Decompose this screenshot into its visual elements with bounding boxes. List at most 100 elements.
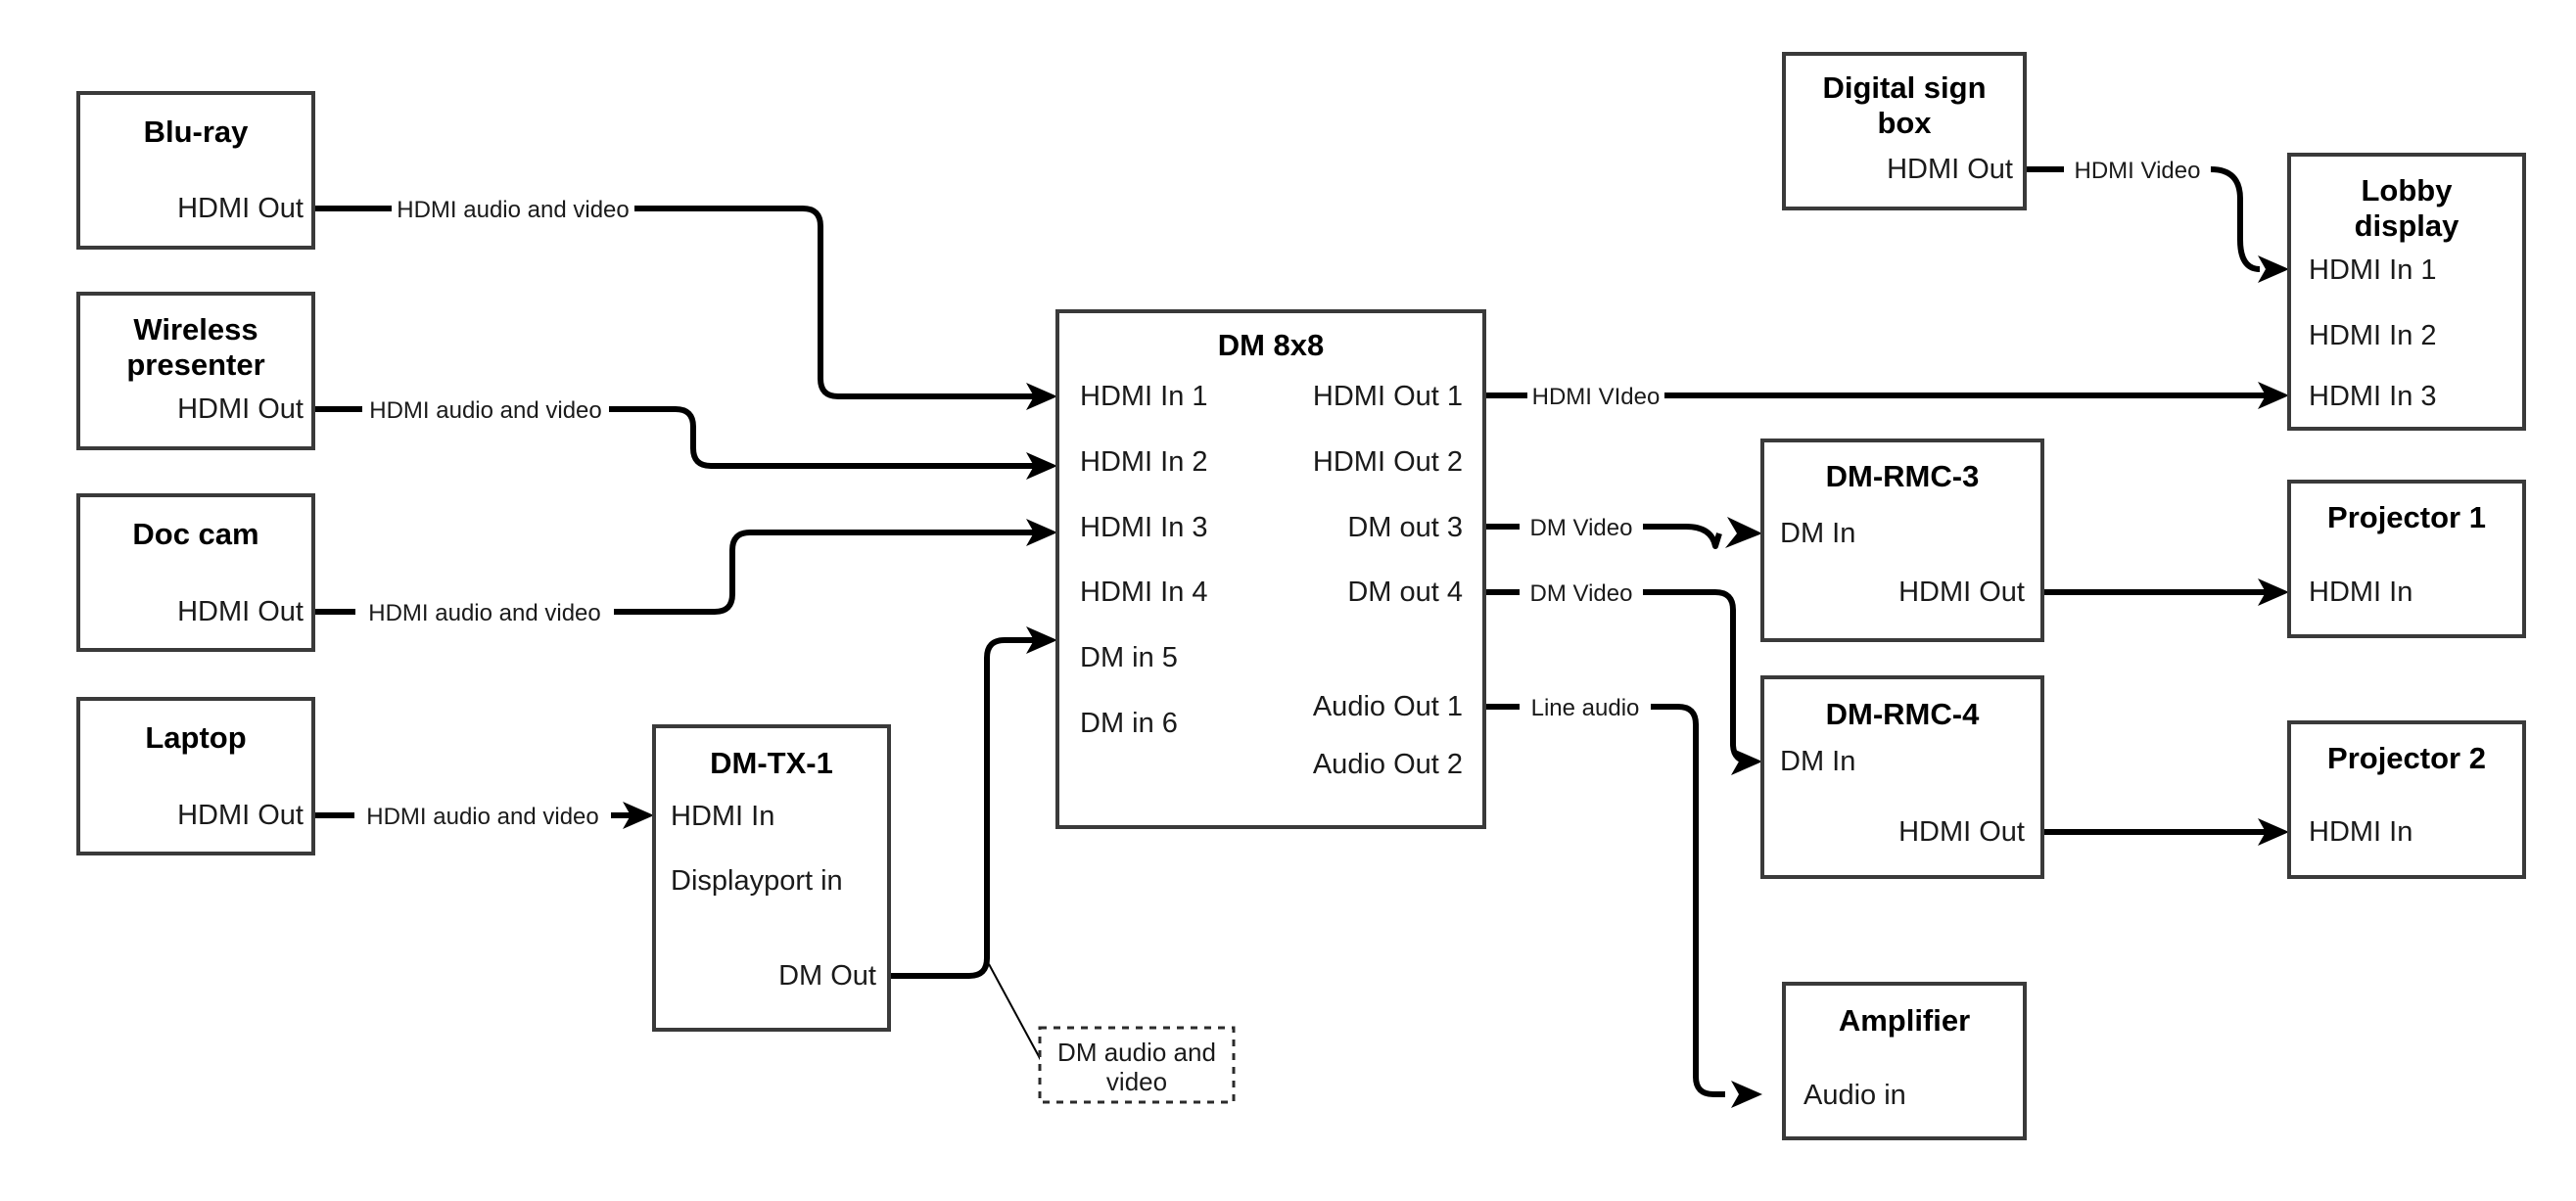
digital-sign-box-box[interactable] [1782, 52, 2027, 210]
digital-sign-box-title-line2: box [1877, 106, 1932, 140]
node-projector-1[interactable]: Projector 1 HDMI In [2287, 480, 2526, 638]
amplifier-box[interactable] [1782, 982, 2027, 1140]
arrow-head-projector2-hdmi-in [2258, 818, 2289, 846]
doc-cam-box[interactable] [76, 493, 315, 652]
node-wireless-presenter[interactable]: Wireless presenter HDMI Out [76, 292, 315, 450]
projector-1-port-hdmi-in: HDMI In [2309, 577, 2412, 608]
wire-dm8x8-to-amplifier [1484, 704, 1725, 1097]
callout-leader-line [988, 963, 1042, 1061]
edge-label-hdmi-out1-to-lobby: HDMI VIdeo [1532, 384, 1661, 410]
dm-rmc-3-port-hdmi-out: HDMI Out [1898, 577, 2025, 608]
dm-tx-1-port-hdmi-in: HDMI In [671, 801, 774, 832]
dm-tx-1-port-dm-out: DM Out [778, 960, 876, 992]
edge-label-dmout3-to-rmc3: DM Video [1530, 515, 1633, 541]
node-doc-cam[interactable]: Doc cam HDMI Out [76, 493, 315, 652]
dm-8x8-output-dm-out-4: DM out 4 [1347, 577, 1463, 608]
wire-dm8x8-to-rmc4 [1484, 589, 1752, 764]
dm-tx-1-port-displayport-in: Displayport in [671, 865, 843, 897]
node-dm-8x8[interactable]: DM 8x8 HDMI In 1 HDMI In 2 HDMI In 3 HDM… [1055, 309, 1486, 829]
node-projector-2[interactable]: Projector 2 HDMI In [2287, 720, 2526, 879]
lobby-display-box[interactable] [2287, 153, 2526, 431]
dm-rmc-4-box[interactable] [1760, 675, 2044, 879]
edge-label-sign-to-lobby: HDMI Video [2075, 158, 2201, 184]
callout-dm-audio-video-box [1038, 1026, 1236, 1104]
node-dm-rmc-3[interactable]: DM-RMC-3 DM In HDMI Out [1760, 439, 2044, 642]
edge-label-bluray-to-dm: HDMI audio and video [397, 197, 629, 223]
edge-label-wireless-to-dm: HDMI audio and video [369, 397, 601, 424]
wireless-presenter-box[interactable] [76, 292, 315, 450]
digital-sign-box-title-line1: Digital sign [1822, 70, 1986, 105]
wireless-presenter-port-hdmi-out: HDMI Out [177, 393, 304, 425]
arrow-head-amplifier-audio-in [1731, 1081, 1762, 1108]
dm-8x8-input-hdmi-in-3: HDMI In 3 [1080, 512, 1208, 543]
wire-doccam-to-dm8x8 [313, 530, 1038, 615]
callout-dm-audio-video-line2: video [1106, 1067, 1167, 1096]
node-dm-tx-1[interactable]: DM-TX-1 HDMI In Displayport in DM Out [652, 724, 891, 1032]
dm-8x8-input-dm-in-5: DM in 5 [1080, 642, 1178, 673]
node-dm-rmc-4[interactable]: DM-RMC-4 DM In HDMI Out [1760, 675, 2044, 879]
dm-rmc-3-box[interactable] [1760, 439, 2044, 642]
laptop-port-hdmi-out: HDMI Out [177, 800, 304, 831]
edge-label-audioout1-to-amp: Line audio [1531, 695, 1640, 721]
dm-rmc-4-port-dm-in: DM In [1780, 746, 1855, 777]
wire-bluray-to-dm8x8 [313, 206, 1038, 399]
wireless-presenter-title-line2: presenter [126, 347, 264, 382]
edge-label-dmout4-to-rmc4: DM Video [1530, 580, 1633, 607]
node-lobby-display[interactable]: Lobby display HDMI In 1 HDMI In 2 HDMI I… [2287, 153, 2526, 431]
wireless-presenter-title-line1: Wireless [133, 312, 258, 346]
lobby-display-title-line1: Lobby [2362, 173, 2454, 208]
laptop-title: Laptop [145, 720, 246, 755]
dm-rmc-4-title: DM-RMC-4 [1826, 697, 1980, 731]
wire-wireless-to-dm8x8 [313, 406, 1038, 469]
digital-sign-box-port-hdmi-out: HDMI Out [1887, 154, 2013, 185]
dm-8x8-input-dm-in-6: DM in 6 [1080, 708, 1178, 739]
node-laptop[interactable]: Laptop HDMI Out [76, 697, 315, 855]
bluray-box[interactable] [76, 91, 315, 250]
dm-tx-1-box[interactable] [652, 724, 891, 1032]
dm-tx-1-title: DM-TX-1 [710, 746, 833, 780]
arrow-head-projector1-hdmi-in [2258, 578, 2289, 606]
projector-2-port-hdmi-in: HDMI In [2309, 816, 2412, 848]
arrow-head-rmc3-dm-in [1725, 517, 1762, 548]
callout-dm-audio-video-line1: DM audio and [1057, 1038, 1216, 1067]
amplifier-port-audio-in: Audio in [1803, 1080, 1906, 1111]
arrow-head-lobby-hdmi-in-3 [2258, 382, 2289, 409]
dm-8x8-output-audio-out-2: Audio Out 2 [1313, 749, 1463, 780]
projector-1-box[interactable] [2287, 480, 2526, 638]
callout-dm-audio-and-video: DM audio and video [1038, 1026, 1236, 1104]
arrow-head-lobby-hdmi-in-1 [2258, 255, 2289, 283]
dm-8x8-input-hdmi-in-1: HDMI In 1 [1080, 381, 1208, 412]
wire-dmtx1-to-dm8x8 [889, 637, 1038, 979]
lobby-display-input-hdmi-in-1: HDMI In 1 [2309, 254, 2437, 286]
node-amplifier[interactable]: Amplifier Audio in [1782, 982, 2027, 1140]
dm-8x8-output-dm-out-3: DM out 3 [1347, 512, 1463, 543]
projector-2-title: Projector 2 [2327, 741, 2486, 775]
lobby-display-input-hdmi-in-3: HDMI In 3 [2309, 381, 2437, 412]
amplifier-title: Amplifier [1839, 1003, 1970, 1038]
wire-sign-to-lobby-hdmi1 [2025, 166, 2261, 272]
projector-2-box[interactable] [2287, 720, 2526, 879]
dm-rmc-4-port-hdmi-out: HDMI Out [1898, 816, 2025, 848]
dm-8x8-input-hdmi-in-2: HDMI In 2 [1080, 446, 1208, 478]
dm-8x8-box[interactable] [1055, 309, 1486, 829]
node-bluray[interactable]: Blu-ray HDMI Out [76, 91, 315, 250]
node-digital-sign-box[interactable]: Digital sign box HDMI Out [1782, 52, 2027, 210]
laptop-box[interactable] [76, 697, 315, 855]
dm-8x8-title: DM 8x8 [1218, 328, 1325, 362]
arrow-head-dm-in-5 [1026, 626, 1057, 654]
bluray-port-hdmi-out: HDMI Out [177, 193, 304, 224]
projector-1-title: Projector 1 [2327, 500, 2486, 534]
bluray-title: Blu-ray [144, 115, 250, 149]
dm-8x8-output-hdmi-out-1: HDMI Out 1 [1313, 381, 1463, 412]
lobby-display-input-hdmi-in-2: HDMI In 2 [2309, 320, 2437, 351]
doc-cam-port-hdmi-out: HDMI Out [177, 596, 304, 627]
doc-cam-title: Doc cam [132, 517, 258, 551]
edge-label-laptop-to-tx: HDMI audio and video [366, 804, 598, 830]
dm-8x8-input-hdmi-in-4: HDMI In 4 [1080, 577, 1208, 608]
arrow-head-dm-hdmi-in-3 [1026, 519, 1057, 546]
dm-rmc-3-port-dm-in: DM In [1780, 518, 1855, 549]
dm-rmc-3-title: DM-RMC-3 [1826, 459, 1980, 493]
arrow-head-rmc4-dm-in [1731, 748, 1762, 775]
arrow-head-dm-hdmi-in-1 [1026, 383, 1057, 410]
